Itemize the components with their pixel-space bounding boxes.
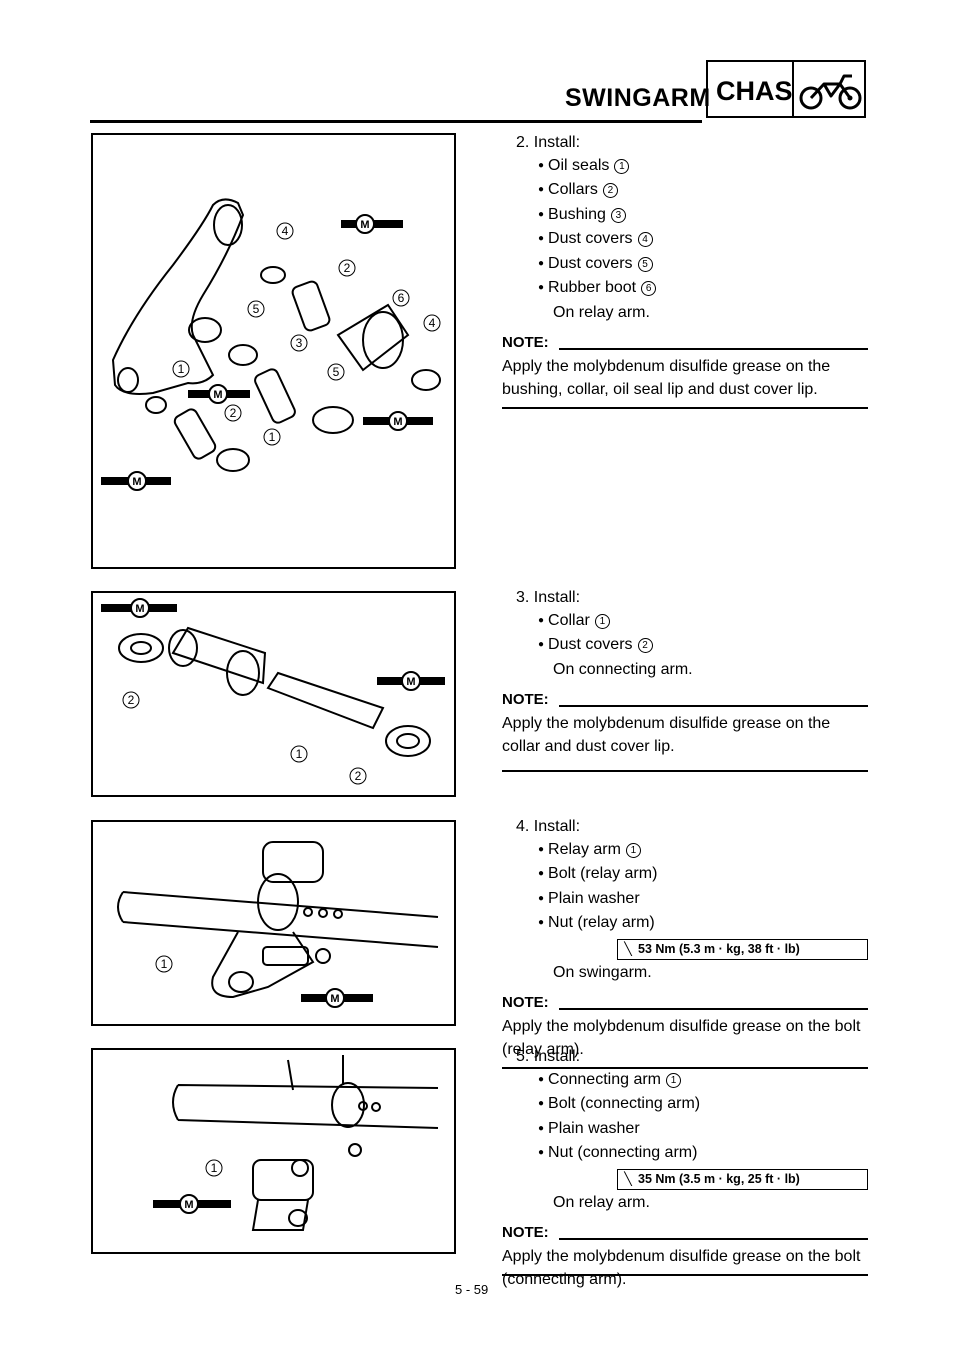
svg-text:2: 2: [344, 261, 351, 275]
callout-2: 2: [122, 691, 140, 709]
svg-text:1: 1: [161, 957, 168, 971]
list-item: Bolt (relay arm): [538, 863, 868, 888]
callout-1: 1: [205, 1159, 223, 1177]
svg-text:4: 4: [282, 224, 289, 238]
svg-text:M: M: [393, 416, 402, 428]
svg-text:M: M: [330, 993, 339, 1005]
callout-2b: 2: [224, 404, 242, 422]
callout-3: 3: [290, 334, 308, 352]
list-item: Bolt (connecting arm): [538, 1093, 868, 1118]
grease-mark-icon: M: [101, 598, 177, 618]
list-item: Nut (relay arm): [538, 912, 868, 937]
svg-text:2: 2: [230, 406, 237, 420]
torque-spec: ╲53 Nm (5.3 m · kg, 38 ft · lb): [617, 938, 868, 960]
section-badge: CHAS: [706, 60, 866, 118]
list-item: Nut (connecting arm): [538, 1142, 868, 1167]
grease-mark-icon: M: [301, 988, 373, 1008]
svg-text:M: M: [406, 676, 415, 688]
callout-5: 5: [247, 300, 265, 318]
grease-mark-icon: M: [101, 471, 171, 491]
svg-text:5: 5: [333, 365, 340, 379]
grease-mark-icon: M: [153, 1194, 231, 1214]
callout-1: 1: [290, 745, 308, 763]
grease-mark-icon: M: [377, 671, 445, 691]
svg-text:5: 5: [253, 302, 260, 316]
svg-text:4: 4: [429, 316, 436, 330]
svg-text:2: 2: [355, 769, 362, 783]
note: NOTE: Apply the molybdenum disulfide gre…: [502, 992, 868, 1069]
note: NOTE: Apply the molybdenum disulfide gre…: [502, 332, 868, 409]
callout-1b: 1: [263, 428, 281, 446]
svg-text:M: M: [184, 1199, 193, 1211]
callout-4: 4: [276, 222, 294, 240]
svg-text:1: 1: [296, 747, 303, 761]
wrench-icon: ╲: [624, 1171, 632, 1186]
list-item: Plain washer: [538, 1118, 868, 1143]
figure-relay-arm-parts: 4 2 6 5 3 1 2 1 4 5 M M M M: [91, 133, 456, 569]
torque-spec: ╲35 Nm (3.5 m · kg, 25 ft · lb): [617, 1168, 868, 1190]
note: NOTE: Apply the molybdenum disulfide gre…: [502, 1222, 868, 1291]
grease-mark-icon: M: [188, 384, 250, 404]
svg-text:1: 1: [211, 1161, 218, 1175]
note: NOTE: Apply the molybdenum disulfide gre…: [502, 689, 868, 772]
callout-2: 2: [338, 259, 356, 277]
svg-text:2: 2: [128, 693, 135, 707]
figure-connecting-arm-install: 1 M: [91, 1048, 456, 1254]
callout-1: 1: [172, 360, 190, 378]
motorcycle-icon: [799, 74, 862, 110]
callout-5b: 5: [327, 363, 345, 381]
svg-text:1: 1: [178, 362, 185, 376]
figure-connecting-arm-parts: 2 1 2 M M: [91, 591, 456, 797]
svg-text:1: 1: [269, 430, 276, 444]
callout-1: 1: [155, 955, 173, 973]
figure-relay-arm-install: 1 M: [91, 820, 456, 1026]
callout-2b: 2: [349, 767, 367, 785]
grease-mark-icon: M: [341, 214, 403, 234]
callout-6: 6: [392, 289, 410, 307]
header-rule: [90, 120, 702, 123]
svg-text:M: M: [132, 476, 141, 488]
svg-text:6: 6: [398, 291, 405, 305]
list-item: Plain washer: [538, 888, 868, 913]
svg-text:M: M: [360, 219, 369, 231]
svg-text:M: M: [213, 389, 222, 401]
callout-4b: 4: [423, 314, 441, 332]
svg-text:3: 3: [296, 336, 303, 350]
section-label: CHAS: [716, 76, 793, 106]
page-number: 5 - 59: [455, 1282, 489, 1297]
wrench-icon: ╲: [624, 941, 632, 956]
svg-text:M: M: [135, 603, 144, 615]
page-title: SWINGARM: [565, 84, 711, 112]
grease-mark-icon: M: [363, 411, 433, 431]
footer-rule: [502, 1274, 868, 1276]
